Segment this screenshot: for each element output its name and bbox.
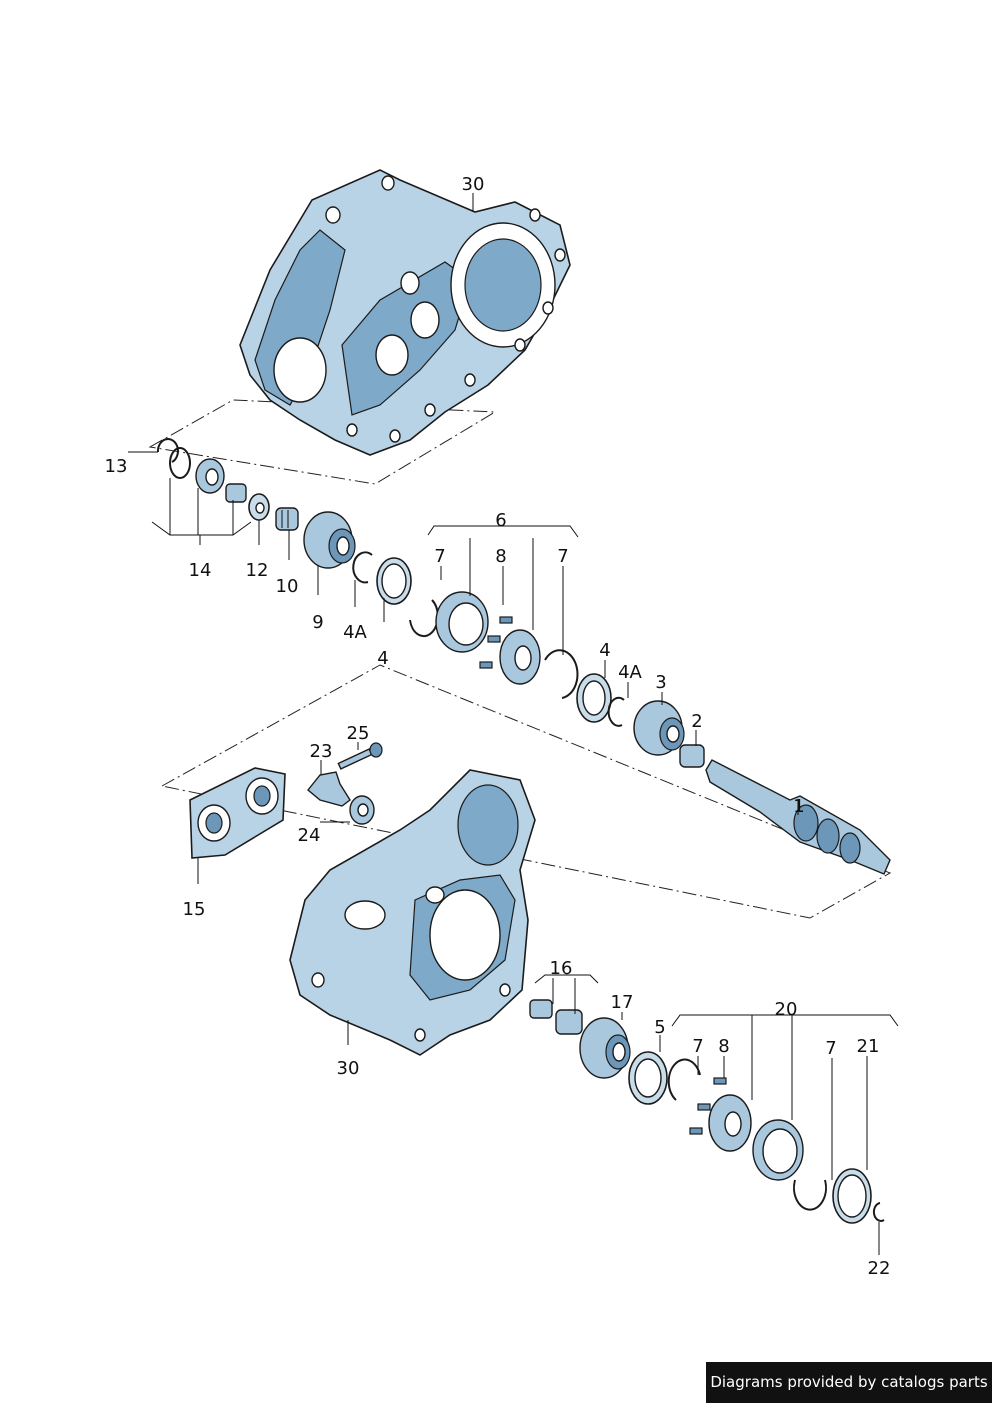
- needle-bearing-16: [555, 1009, 583, 1035]
- callout-8-a: 8: [495, 546, 506, 567]
- callout-3: 3: [655, 672, 666, 693]
- gearbox-housing-top: [239, 169, 571, 456]
- snap-ring-4A-left: [352, 551, 373, 584]
- gear-3: [633, 700, 685, 756]
- taper-bearing-14: [195, 458, 225, 494]
- circlip-22: [872, 1202, 885, 1222]
- spring-7-a: [409, 599, 439, 638]
- callout-30-top: 30: [462, 174, 485, 195]
- cover-plate-15: [189, 767, 286, 859]
- gear-9: [303, 511, 356, 569]
- sliding-sleeve-20: [752, 1119, 804, 1181]
- callout-7-c: 7: [692, 1036, 703, 1057]
- callout-14: 14: [189, 560, 212, 581]
- callout-7-a: 7: [434, 546, 445, 567]
- circlip-13: [156, 438, 179, 463]
- bolt-25: [337, 742, 383, 770]
- callout-25: 25: [347, 723, 370, 744]
- washer-12: [248, 493, 270, 521]
- callout-7-b: 7: [557, 546, 568, 567]
- input-shaft-1: [705, 759, 891, 875]
- leader-lines: [128, 193, 899, 1255]
- synchro-ring-5: [628, 1051, 668, 1105]
- callout-13: 13: [105, 456, 128, 477]
- callout-1: 1: [793, 796, 804, 817]
- spring-7-c: [667, 1058, 701, 1101]
- credit-banner: Diagrams provided by catalogs parts: [706, 1362, 992, 1403]
- callout-23: 23: [310, 741, 333, 762]
- needle-bearing-10: [275, 507, 299, 531]
- sliding-sleeve-6: [435, 591, 489, 653]
- callout-24: 24: [298, 825, 321, 846]
- bearing-24: [349, 795, 375, 825]
- callout-4-upper: 4: [599, 640, 610, 661]
- callout-20: 20: [775, 999, 798, 1020]
- shim-ring-14: [169, 447, 191, 479]
- callout-4-mid: 4: [377, 648, 388, 669]
- spring-7-b: [544, 649, 579, 699]
- callout-4A-left: 4A: [343, 622, 367, 643]
- callout-15: 15: [183, 899, 206, 920]
- callout-5: 5: [654, 1017, 665, 1038]
- callout-16: 16: [550, 958, 573, 979]
- callout-4A-right: 4A: [618, 662, 642, 683]
- gear-17: [579, 1017, 631, 1079]
- callout-10: 10: [276, 576, 299, 597]
- snap-ring-4A-right: [607, 696, 625, 727]
- group-outline-middle: [160, 664, 892, 919]
- bearing-race-16: [529, 999, 553, 1019]
- shift-finger-23: [307, 771, 351, 807]
- callout-30-bottom: 30: [337, 1058, 360, 1079]
- callout-9: 9: [312, 612, 323, 633]
- callout-21: 21: [857, 1036, 880, 1057]
- synchro-hub-6: [479, 616, 541, 685]
- callout-12: 12: [246, 560, 269, 581]
- callout-2: 2: [691, 711, 702, 732]
- callout-8-b: 8: [718, 1036, 729, 1057]
- bearing-race-14: [225, 483, 247, 503]
- synchro-ring-21: [832, 1168, 872, 1224]
- gearbox-housing-bottom: [289, 769, 536, 1056]
- callout-22: 22: [868, 1258, 891, 1279]
- callout-17: 17: [611, 992, 634, 1013]
- callout-labels: 30 13 14 12 10 9 4A 6 7 8 7 4 4A 3 2 1 4…: [105, 174, 891, 1279]
- synchro-ring-4: [576, 673, 612, 723]
- needle-bearing-2: [679, 744, 705, 768]
- synchro-ring-left: [376, 557, 412, 605]
- callout-7-d: 7: [825, 1038, 836, 1059]
- callout-6: 6: [495, 510, 506, 531]
- synchro-hub-20: [689, 1077, 752, 1152]
- spring-7-d: [793, 1179, 827, 1211]
